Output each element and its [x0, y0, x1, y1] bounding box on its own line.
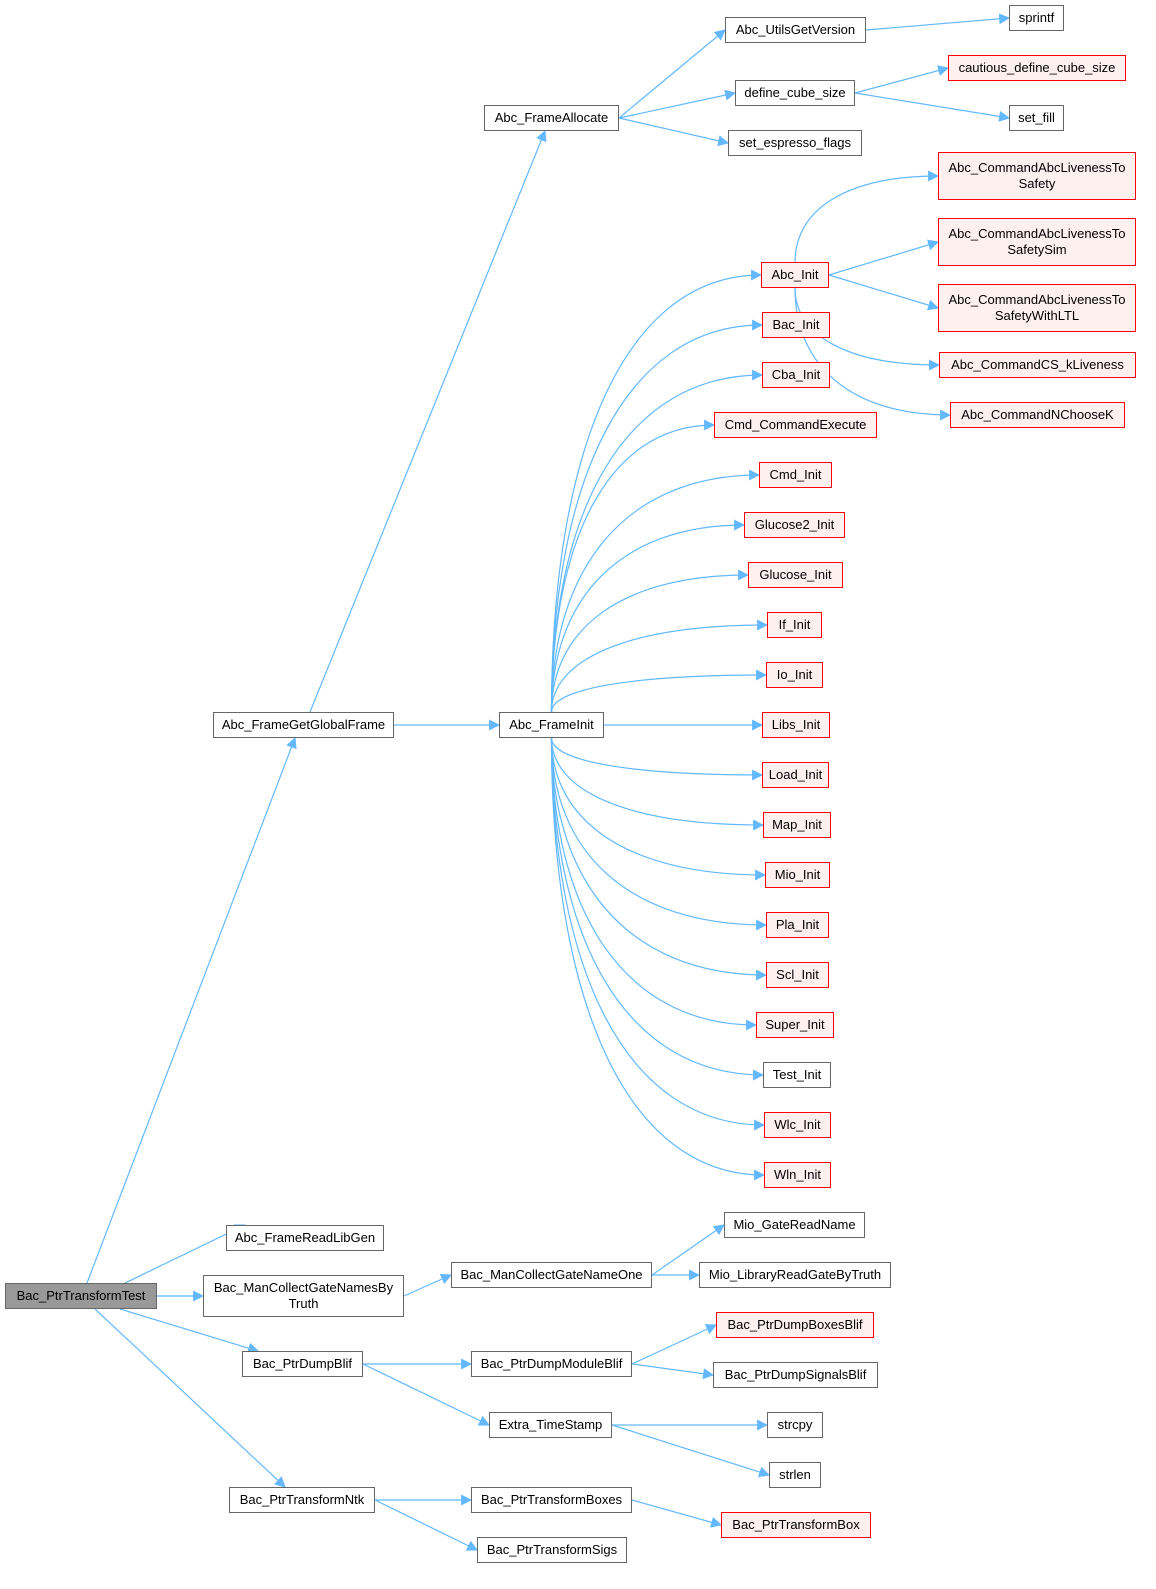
edge-root-to-transformntk — [94, 1308, 286, 1488]
node-transformbox[interactable]: Bac_PtrTransformBox — [721, 1512, 871, 1538]
edge-root-to-readlibgen — [124, 1224, 246, 1284]
node-cbainit[interactable]: Cba_Init — [762, 362, 830, 388]
edge-frameallocate-to-espresso — [618, 117, 730, 147]
node-collectone[interactable]: Bac_ManCollectGateNameOne — [451, 1262, 652, 1288]
node-dumpmodule[interactable]: Bac_PtrDumpModuleBlif — [471, 1351, 632, 1377]
edge-frameinit-to-loadinit — [550, 737, 764, 781]
node-liveness-safetysim[interactable]: Abc_CommandAbcLivenessTo SafetySim — [938, 218, 1136, 266]
node-utilsversion[interactable]: Abc_UtilsGetVersion — [725, 17, 866, 43]
edge-frameallocate-to-utilsversion — [618, 29, 726, 119]
node-gatereadname[interactable]: Mio_GateReadName — [724, 1212, 865, 1238]
edge-transformboxes-to-transformbox — [631, 1499, 723, 1528]
edge-transformntk-to-transformsigs — [374, 1499, 478, 1551]
edge-root-to-dumpblif — [119, 1308, 260, 1354]
node-cautious[interactable]: cautious_define_cube_size — [948, 55, 1126, 81]
edge-abcinit-to-liveness_safety — [794, 170, 940, 263]
edge-frameinit-to-cmdinit — [550, 469, 761, 713]
node-getglobal[interactable]: Abc_FrameGetGlobalFrame — [213, 712, 394, 738]
node-transformboxes[interactable]: Bac_PtrTransformBoxes — [471, 1487, 632, 1513]
edge-frameinit-to-superinit — [550, 737, 758, 1031]
node-sprintf[interactable]: sprintf — [1009, 5, 1064, 31]
node-transformsigs[interactable]: Bac_PtrTransformSigs — [477, 1537, 627, 1563]
node-dumpblif[interactable]: Bac_PtrDumpBlif — [242, 1351, 363, 1377]
node-frameallocate[interactable]: Abc_FrameAllocate — [484, 105, 619, 131]
node-plainit[interactable]: Pla_Init — [766, 912, 829, 938]
edge-abcinit-to-nchoosek — [794, 287, 952, 421]
node-transformntk[interactable]: Bac_PtrTransformNtk — [229, 1487, 375, 1513]
edge-frameinit-to-wlcinit — [550, 737, 766, 1131]
node-espresso[interactable]: set_espresso_flags — [728, 130, 862, 156]
node-dumpsignals[interactable]: Bac_PtrDumpSignalsBlif — [713, 1362, 878, 1388]
node-strcpy[interactable]: strcpy — [767, 1412, 823, 1438]
node-strlen[interactable]: strlen — [769, 1462, 821, 1488]
node-liveness-safetyltl[interactable]: Abc_CommandAbcLivenessTo SafetyWithLTL — [938, 284, 1136, 332]
node-collectnames[interactable]: Bac_ManCollectGateNamesBy Truth — [203, 1275, 404, 1317]
node-setfill[interactable]: set_fill — [1009, 105, 1064, 131]
edge-frameinit-to-testinit — [550, 737, 765, 1081]
edge-frameinit-to-bacinit — [550, 319, 764, 713]
node-readlibgen[interactable]: Abc_FrameReadLibGen — [226, 1225, 384, 1251]
node-mapinit[interactable]: Map_Init — [763, 812, 831, 838]
edge-abcinit-to-liveness_safetysim — [828, 239, 940, 276]
edge-timestamp-to-strlen — [611, 1424, 771, 1478]
node-ifinit[interactable]: If_Init — [767, 612, 822, 638]
edge-definecube-to-setfill — [854, 92, 1011, 122]
edge-frameinit-to-ioinit — [550, 669, 768, 713]
edge-collectone-to-gatereadname — [651, 1224, 725, 1276]
edge-frameinit-to-glucose2 — [550, 519, 746, 713]
node-nchoosek[interactable]: Abc_CommandNChooseK — [950, 402, 1125, 428]
edge-frameinit-to-glucose — [550, 569, 750, 713]
node-cmdinit[interactable]: Cmd_Init — [759, 462, 832, 488]
node-wlninit[interactable]: Wln_Init — [764, 1162, 831, 1188]
edge-utilsversion-to-sprintf — [865, 13, 1011, 31]
node-loadinit[interactable]: Load_Init — [762, 762, 829, 788]
node-wlcinit[interactable]: Wlc_Init — [764, 1112, 831, 1138]
edge-frameinit-to-mapinit — [550, 737, 765, 831]
edge-getglobal-to-frameallocate — [309, 129, 547, 713]
edge-frameinit-to-abcinit — [550, 269, 763, 713]
node-libreadgate[interactable]: Mio_LibraryReadGateByTruth — [699, 1262, 891, 1288]
node-sclinit[interactable]: Scl_Init — [766, 962, 829, 988]
edge-root-to-getglobal — [86, 736, 297, 1284]
edge-collectnames-to-collectone — [403, 1274, 453, 1297]
node-mioinit[interactable]: Mio_Init — [765, 862, 830, 888]
edge-dumpmodule-to-dumpsignals — [631, 1363, 715, 1380]
node-definecube[interactable]: define_cube_size — [735, 80, 855, 106]
edge-dumpmodule-to-dumpboxes — [631, 1324, 717, 1365]
node-liveness-safety[interactable]: Abc_CommandAbcLivenessTo Safety — [938, 152, 1136, 200]
edge-definecube-to-cautious — [854, 65, 950, 94]
edge-abcinit-to-cs_kliveness — [794, 287, 941, 371]
node-bacinit[interactable]: Bac_Init — [762, 312, 830, 338]
edge-frameinit-to-sclinit — [550, 737, 768, 981]
edge-frameinit-to-ifinit — [550, 619, 769, 713]
node-abcinit[interactable]: Abc_Init — [761, 262, 829, 288]
node-libsinit[interactable]: Libs_Init — [762, 712, 830, 738]
edge-frameinit-to-mioinit — [550, 737, 767, 881]
node-testinit[interactable]: Test_Init — [763, 1062, 831, 1088]
node-dumpboxes[interactable]: Bac_PtrDumpBoxesBlif — [716, 1312, 874, 1338]
edge-frameinit-to-wlninit — [550, 737, 766, 1181]
node-ioinit[interactable]: Io_Init — [766, 662, 823, 688]
node-frameinit[interactable]: Abc_FrameInit — [499, 712, 604, 738]
node-timestamp[interactable]: Extra_TimeStamp — [489, 1412, 612, 1438]
edge-abcinit-to-liveness_safetyltl — [828, 274, 940, 311]
node-cs-kliveness[interactable]: Abc_CommandCS_kLiveness — [939, 352, 1136, 378]
node-root: Bac_PtrTransformTest — [5, 1283, 157, 1309]
node-superinit[interactable]: Super_Init — [756, 1012, 834, 1038]
edge-frameinit-to-plainit — [550, 737, 768, 931]
edge-frameinit-to-cmdexec — [550, 419, 716, 713]
node-glucose2[interactable]: Glucose2_Init — [744, 512, 845, 538]
node-cmdexec[interactable]: Cmd_CommandExecute — [714, 412, 877, 438]
edge-frameallocate-to-definecube — [618, 89, 737, 119]
node-glucose[interactable]: Glucose_Init — [748, 562, 843, 588]
edge-dumpblif-to-timestamp — [362, 1363, 490, 1426]
